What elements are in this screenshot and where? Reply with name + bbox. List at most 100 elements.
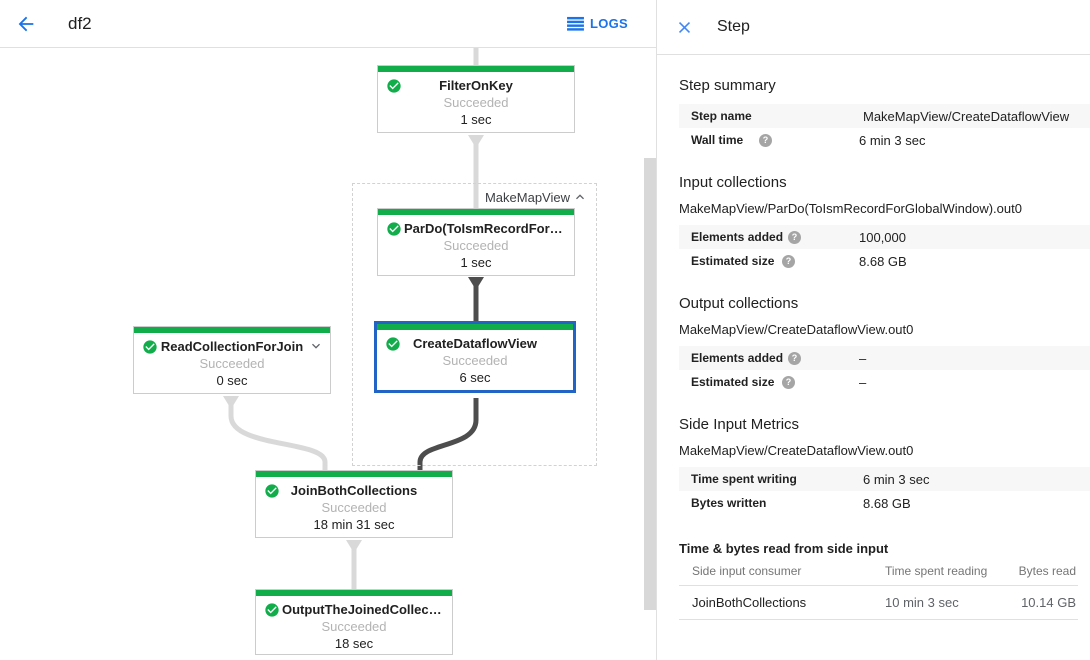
node-status-bar [378,66,574,72]
group-makemapview-label: MakeMapView [484,189,570,205]
node-title: FilterOnKey [439,78,513,93]
metric-row-bytes-written: Bytes written 8.68 GB [679,491,1090,515]
metric-row-elements-added: Elements added ? – [679,346,1090,370]
graph-node-filteronkey[interactable]: FilterOnKey Succeeded 1 sec [377,65,575,133]
node-status-bar [377,324,573,330]
node-title: ReadCollectionForJoin [160,339,304,354]
node-status: Succeeded [442,353,508,368]
help-icon[interactable]: ? [788,230,801,244]
metric-value: – [859,350,867,366]
metric-row-estimated-size: Estimated size ? 8.68 GB [679,249,1090,273]
cell-bytes-read: 10.14 GB [1003,585,1078,620]
node-title: ParDo(ToIsmRecordFor… [404,221,563,236]
step-detail-panel: Step Step summary Step name MakeMapView/… [656,0,1090,660]
close-icon [678,21,690,33]
check-circle-icon [386,78,402,94]
node-title: OutputTheJoinedCollec… [282,602,442,617]
column-header-bytes-read: Bytes read [1003,558,1078,586]
metric-value: 8.68 GB [859,253,907,269]
node-status: Succeeded [443,95,509,110]
metric-label: Step name [691,109,752,123]
table-header-row: Side input consumer Time spent reading B… [679,558,1078,586]
group-makemapview-toggle[interactable]: MakeMapView [485,189,588,205]
node-status: Succeeded [443,238,509,253]
metric-value: MakeMapView/CreateDataflowView [863,108,1070,124]
metric-value: 6 min 3 sec [859,132,926,148]
section-heading-side-input-metrics: Side Input Metrics [679,416,800,433]
node-time: 1 sec [460,112,492,127]
output-collection-rows: Elements added ? – Estimated size ? – [679,346,1090,394]
column-header-side-input-consumer: Side input consumer [679,558,885,586]
section-heading-output-collections: Output collections [679,295,799,312]
chevron-down-icon [312,343,320,349]
check-circle-icon [264,483,280,499]
metric-row-time-spent-writing: Time spent writing 6 min 3 sec [679,467,1090,491]
chevron-up-icon [576,194,584,200]
close-panel-button[interactable] [673,16,695,38]
node-status: Succeeded [321,619,387,634]
check-circle-icon [386,221,402,237]
node-status: Succeeded [199,356,265,371]
panel-title: Step [717,18,750,35]
check-circle-icon [142,339,158,355]
node-status: Succeeded [321,500,387,515]
back-arrow-icon [18,16,34,31]
panel-body: Step summary Step name MakeMapView/Creat… [657,55,1090,620]
section-heading-input-collections: Input collections [679,174,787,191]
metric-label: Wall time [691,133,744,147]
graph-vertical-scrollbar[interactable] [644,158,656,610]
metric-label: Bytes written [691,496,767,510]
input-collection-name: MakeMapView/ParDo(ToIsmRecordForGlobalWi… [679,201,1022,216]
section-heading-step-summary: Step summary [679,77,776,94]
metric-value: 100,000 [859,229,906,245]
node-status-bar [256,471,452,477]
metric-row-estimated-size: Estimated size ? – [679,370,1090,394]
output-collection-name: MakeMapView/CreateDataflowView.out0 [679,322,914,337]
metric-label: Estimated size [691,375,775,389]
graph-node-pardo-toismrecord[interactable]: ParDo(ToIsmRecordFor… Succeeded 1 sec [377,208,575,276]
graph-canvas: MakeMapView FilterOnKey Succeeded 1 sec [0,48,656,660]
help-icon[interactable]: ? [782,254,795,268]
side-input-metric-rows: Time spent writing 6 min 3 sec Bytes wri… [679,467,1090,515]
help-icon[interactable]: ? [782,375,795,389]
graph-node-outputthejoinedcollection[interactable]: OutputTheJoinedCollec… Succeeded 18 sec [255,589,453,655]
node-time: 18 sec [334,636,374,651]
metric-value: – [859,374,867,390]
node-title: CreateDataflowView [412,336,538,351]
logs-list-icon [567,16,584,31]
help-icon[interactable]: ? [788,351,801,365]
panel-header: Step [657,0,1090,55]
step-summary-rows: Step name MakeMapView/CreateDataflowView… [679,104,1090,152]
metric-row-wall-time: Wall time ? 6 min 3 sec [679,128,1090,152]
metric-row-elements-added: Elements added ? 100,000 [679,225,1090,249]
side-input-table-heading: Time & bytes read from side input [679,541,889,556]
node-expand-button[interactable] [307,338,325,356]
metric-value: 6 min 3 sec [863,471,930,487]
node-time: 1 sec [460,255,492,270]
group-makemapview: MakeMapView [352,183,597,466]
help-icon[interactable]: ? [759,133,772,147]
logs-button-label: LOGS [589,16,628,31]
node-status-bar [256,590,452,596]
node-time: 18 min 31 sec [313,517,395,532]
node-time: 0 sec [216,373,248,388]
metric-label: Estimated size [691,254,775,268]
check-circle-icon [385,336,401,352]
input-collection-rows: Elements added ? 100,000 Estimated size … [679,225,1090,273]
node-title: JoinBothCollections [290,483,418,498]
graph-edges [223,48,484,591]
back-arrow-button[interactable] [14,12,38,36]
metric-value: 8.68 GB [863,495,911,511]
graph-node-readcollectionforjoin[interactable]: ReadCollectionForJoin Succeeded 0 sec [133,326,331,394]
table-row: JoinBothCollections 10 min 3 sec 10.14 G… [679,585,1078,620]
graph-node-createdataflowview[interactable]: CreateDataflowView Succeeded 6 sec [374,321,576,393]
node-status-bar [378,209,574,215]
metric-label: Time spent writing [691,472,797,486]
logs-button[interactable]: LOGS [567,16,628,31]
column-header-time-spent-reading: Time spent reading [885,558,1003,586]
node-status-bar [134,327,330,333]
side-input-collection-name: MakeMapView/CreateDataflowView.out0 [679,443,914,458]
graph-node-joinbothcollections[interactable]: JoinBothCollections Succeeded 18 min 31 … [255,470,453,538]
metric-label: Elements added [691,351,784,365]
